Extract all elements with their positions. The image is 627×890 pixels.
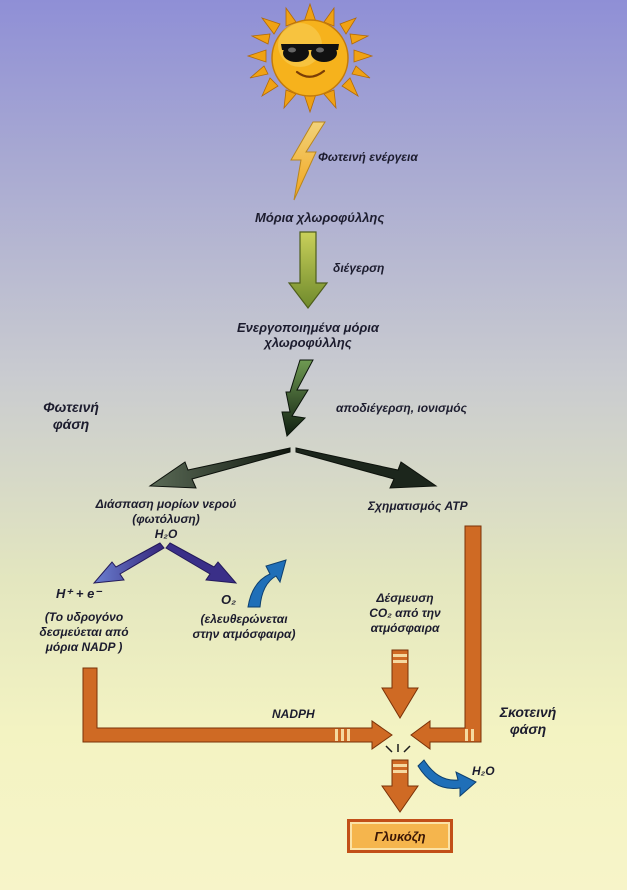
water-split-line-2: (φωτόλυση) [132, 512, 200, 526]
dark-phase-line-2: φάση [509, 721, 547, 737]
co2-line-3: ατμόσφαιρα [370, 621, 440, 635]
nadph-label: NADPH [272, 707, 315, 721]
activated-chlorophyll-label: Ενεργοποιημένα μόρια χλωροφύλλης [218, 320, 398, 350]
water-split-label: Διάσπαση μορίων νερού (φωτόλυση) H₂O [88, 497, 244, 542]
blue-curved-arrow-icon [247, 559, 287, 608]
activated-line-2: χλωροφύλλης [264, 335, 352, 350]
arrow-to-h-electron-icon [92, 542, 165, 584]
hydrogen-nadp-label: (Το υδρογόνο δεσμεύεται από μόρια NADP ) [22, 610, 146, 655]
glucose-label: Γλυκόζη [374, 828, 426, 844]
lightning-bolt-icon [281, 359, 314, 438]
deexcitation-label: αποδιέγερση, ιονισμός [336, 401, 467, 415]
blue-curved-arrow-icon [417, 759, 477, 798]
h-electron-label: H⁺ + e⁻ [56, 586, 102, 601]
released-line-1: (ελευθερώνεται [200, 612, 288, 626]
orange-arrow-icon [410, 525, 482, 750]
water-formula: H₂O [154, 527, 178, 541]
oxygen-released-label: (ελευθερώνεται στην ατμόσφαιρα) [180, 612, 308, 642]
lightning-bolt-icon [290, 121, 326, 201]
arrow-to-water-split-icon [148, 447, 291, 489]
orange-arrow-icon [381, 649, 419, 719]
hydrogen-line-3: μόρια NADP ) [45, 640, 123, 654]
orange-arrow-icon [381, 759, 419, 813]
hydrogen-line-1: (Το υδρογόνο [44, 610, 124, 624]
water-out-label: H₂O [472, 764, 495, 778]
arrow-to-oxygen-icon [165, 542, 238, 584]
excitation-label: διέγερση [333, 261, 385, 275]
oxygen-label: O₂ [221, 592, 237, 607]
activated-line-1: Ενεργοποιημένα μόρια [237, 320, 379, 335]
light-phase-label: Φωτεινή φάση [36, 399, 106, 433]
arrow-to-atp-icon [295, 447, 438, 489]
hydrogen-line-2: δεσμεύεται από [39, 625, 129, 639]
water-split-line-1: Διάσπαση μορίων νερού [95, 497, 237, 511]
sun-icon [246, 2, 374, 114]
released-line-2: στην ατμόσφαιρα) [192, 627, 296, 641]
co2-line-2: CO₂ από την [369, 606, 441, 620]
junction-star-icon [385, 744, 411, 753]
co2-line-1: Δέσμευση [376, 591, 434, 605]
co2-fixation-label: Δέσμευση CO₂ από την ατμόσφαιρα [360, 591, 450, 636]
excitation-arrow-icon [287, 231, 329, 309]
dark-phase-line-1: Σκοτεινή [499, 704, 557, 720]
glucose-box: Γλυκόζη [347, 819, 453, 853]
light-phase-line-2: φάση [52, 416, 90, 432]
atp-formation-label: Σχηματισμός ATP [368, 499, 468, 513]
dark-phase-label: Σκοτεινή φάση [492, 704, 564, 738]
light-energy-label: Φωτεινή ενέργεια [318, 150, 418, 164]
chlorophyll-label: Μόρια χλωροφύλλης [255, 210, 385, 225]
orange-arrow-icon [82, 667, 393, 750]
light-phase-line-1: Φωτεινή [43, 399, 99, 415]
